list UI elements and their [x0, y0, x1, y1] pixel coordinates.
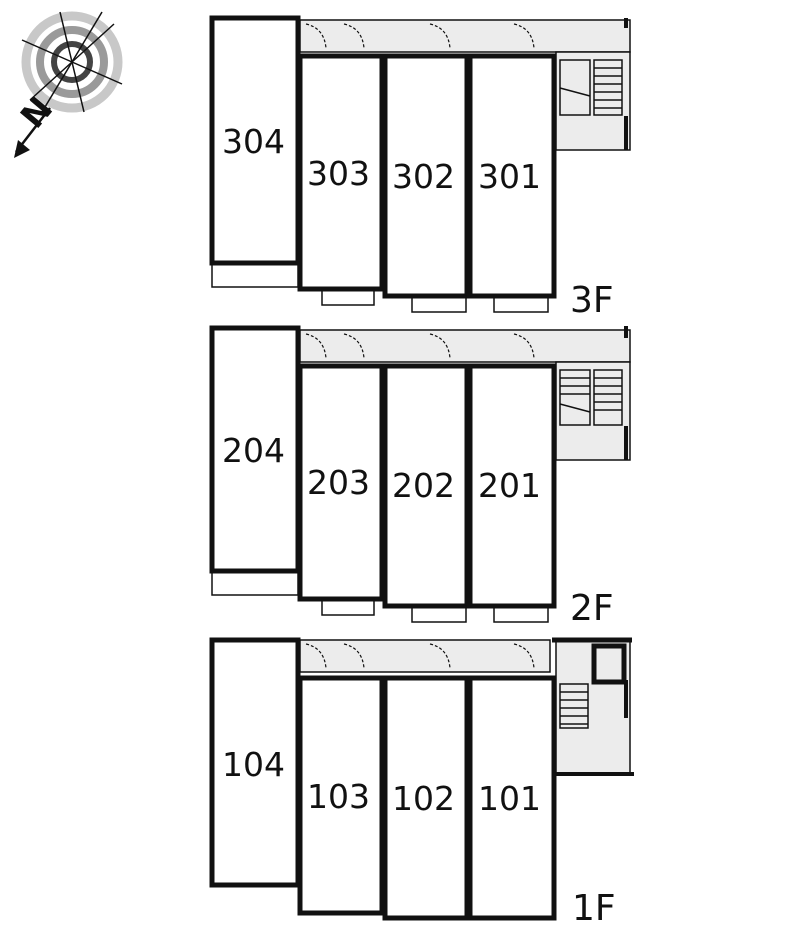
unit-203-label: 203	[307, 463, 370, 502]
unit-301-label: 301	[478, 157, 541, 196]
unit-304-label: 304	[222, 122, 285, 161]
unit-204-label: 204	[222, 431, 285, 470]
floor-3f: 304 303 302 301 3F	[209, 15, 631, 321]
unit-102-label: 102	[392, 779, 455, 818]
floor-2f-label: 2F	[570, 588, 614, 629]
floor-2f: 204 203 202 201 2F	[209, 325, 631, 629]
unit-201-label: 201	[478, 466, 541, 505]
unit-303-label: 303	[307, 154, 370, 193]
compass-rose-icon: N	[13, 11, 123, 158]
stairs-3f	[559, 59, 623, 116]
unit-302-label: 302	[392, 157, 455, 196]
unit-202-label: 202	[392, 466, 455, 505]
compass-north-label: N	[13, 89, 61, 135]
floor-3f-label: 3F	[570, 280, 614, 321]
stairs-2f	[559, 369, 623, 426]
unit-103-label: 103	[307, 777, 370, 816]
floor-1f-label: 1F	[572, 888, 616, 929]
floor-1f: 104 103 102 101 1F	[209, 637, 634, 929]
unit-104-label: 104	[222, 745, 285, 784]
stairs-1f	[559, 643, 627, 729]
unit-101-label: 101	[478, 779, 541, 818]
